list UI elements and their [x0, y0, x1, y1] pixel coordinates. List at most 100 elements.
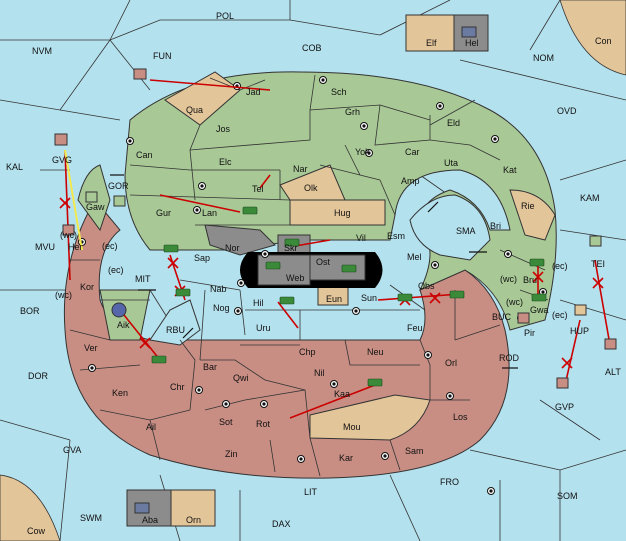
label-lan: Lan — [202, 208, 217, 218]
label-ec-her: (ec) — [102, 241, 118, 251]
label-rod: ROD — [499, 353, 520, 363]
label-nog: Nog — [213, 303, 230, 313]
label-web: Web — [286, 273, 304, 283]
label-ec-hup: (ec) — [552, 310, 568, 320]
label-hil: Hil — [253, 298, 264, 308]
label-alt: ALT — [605, 367, 621, 377]
label-rot: Rot — [256, 419, 271, 429]
label-wc-her: (wc) — [60, 230, 77, 240]
label-pol: POL — [216, 11, 234, 21]
label-bri: Bri — [490, 221, 501, 231]
label-swm: SWM — [80, 513, 102, 523]
label-zin: Zin — [225, 449, 238, 459]
label-uru: Uru — [256, 323, 271, 333]
label-can: Can — [136, 150, 153, 160]
label-gva: GVA — [63, 445, 81, 455]
label-ver: Ver — [84, 343, 98, 353]
label-mel: Mel — [407, 252, 422, 262]
label-gwa: Gwa — [530, 305, 549, 315]
label-wc-kor: (wc) — [55, 290, 72, 300]
army-units — [151, 206, 547, 387]
label-ail: Ail — [146, 422, 156, 432]
label-hup: HUP — [570, 326, 589, 336]
support-line — [64, 149, 83, 251]
label-pir: Pir — [524, 328, 535, 338]
label-sam: Sam — [405, 446, 424, 456]
label-buc: BUC — [492, 312, 512, 322]
label-ec-kor: (ec) — [108, 265, 124, 275]
label-hel: Hel — [465, 38, 479, 48]
label-dor: DOR — [28, 371, 49, 381]
label-feu: Feu — [407, 323, 423, 333]
label-orn: Orn — [186, 515, 201, 525]
label-yok: Yok — [355, 147, 370, 157]
label-ost: Ost — [316, 257, 331, 267]
label-her: Her — [68, 242, 83, 252]
label-ken: Ken — [112, 388, 128, 398]
label-aik: Aik — [117, 320, 130, 330]
order-arrows — [64, 79, 611, 419]
nor-province — [204, 224, 276, 256]
label-dax: DAX — [272, 519, 291, 529]
label-rbu: RBU — [166, 325, 185, 335]
label-kal: KAL — [6, 162, 23, 172]
label-tei: TEI — [591, 259, 605, 269]
label-kor: Kor — [80, 282, 94, 292]
label-fun: FUN — [153, 51, 172, 61]
label-grh: Grh — [345, 107, 360, 117]
label-elc: Elc — [219, 157, 232, 167]
label-sun: Sun — [361, 293, 377, 303]
label-lit: LIT — [304, 487, 318, 497]
rie-province — [509, 189, 556, 241]
label-nor: Nor — [225, 243, 240, 253]
elf-province — [405, 14, 455, 52]
label-wc-gwa: (wc) — [506, 297, 523, 307]
label-nom: NOM — [533, 53, 554, 63]
label-gur: Gur — [156, 208, 171, 218]
label-orl: Orl — [445, 358, 457, 368]
label-olk: Olk — [304, 183, 318, 193]
label-kaa: Kaa — [334, 389, 350, 399]
label-nab: Nab — [210, 284, 227, 294]
label-cob: COB — [302, 43, 322, 53]
adjacency-arrows — [110, 174, 518, 369]
web-province — [257, 254, 311, 286]
fleet-units — [54, 26, 617, 514]
label-vil: Vil — [356, 233, 366, 243]
label-amp: Amp — [401, 176, 420, 186]
label-mvu: MVU — [35, 242, 55, 252]
label-tel: Tel — [252, 184, 264, 194]
label-sma: SMA — [456, 226, 476, 236]
label-kat: Kat — [503, 165, 517, 175]
label-mou: Mou — [343, 422, 361, 432]
label-wc-bru: (wc) — [500, 274, 517, 284]
label-sap: Sap — [194, 253, 210, 263]
label-eun: Eun — [326, 294, 342, 304]
label-bar: Bar — [203, 362, 217, 372]
province-labels: POL FUN COB NVM NOM Con Elf Hel OVD KAL … — [6, 11, 621, 536]
label-kam: KAM — [580, 193, 600, 203]
label-gvg: GVG — [52, 155, 72, 165]
label-car: Car — [405, 147, 420, 157]
label-ec-bru: (ec) — [552, 261, 568, 271]
label-gor: GOR — [108, 181, 129, 191]
label-uta: Uta — [444, 158, 458, 168]
label-jad: Jad — [246, 87, 261, 97]
label-jos: Jos — [216, 124, 231, 134]
label-sch: Sch — [331, 87, 347, 97]
label-eld: Eld — [447, 118, 460, 128]
mou-province — [309, 394, 431, 441]
label-fro: FRO — [440, 477, 459, 487]
label-chp: Chp — [299, 347, 316, 357]
label-los: Los — [453, 412, 468, 422]
label-chr: Chr — [170, 382, 185, 392]
label-bor: BOR — [20, 306, 40, 316]
label-esm: Esm — [387, 231, 405, 241]
label-hug: Hug — [334, 208, 351, 218]
label-nar: Nar — [293, 164, 308, 174]
hug-province — [289, 199, 386, 226]
label-mit: MIT — [135, 274, 151, 284]
label-obs: Obs — [418, 281, 435, 291]
